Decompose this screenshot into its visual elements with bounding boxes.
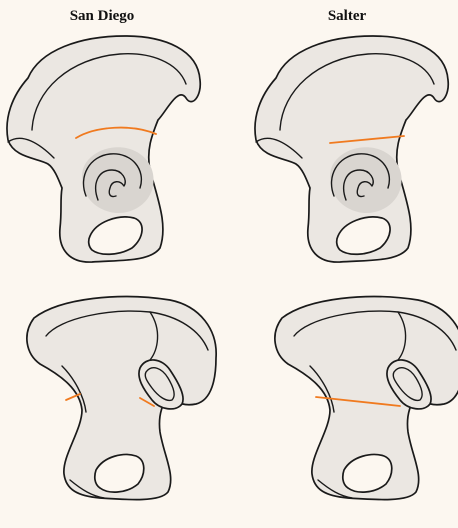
- pelvis-top-right: [255, 36, 448, 262]
- pelvis-bottom-right: [275, 297, 458, 500]
- pelvis-top-left: [7, 36, 200, 262]
- pelvis-bottom-left: [27, 297, 216, 500]
